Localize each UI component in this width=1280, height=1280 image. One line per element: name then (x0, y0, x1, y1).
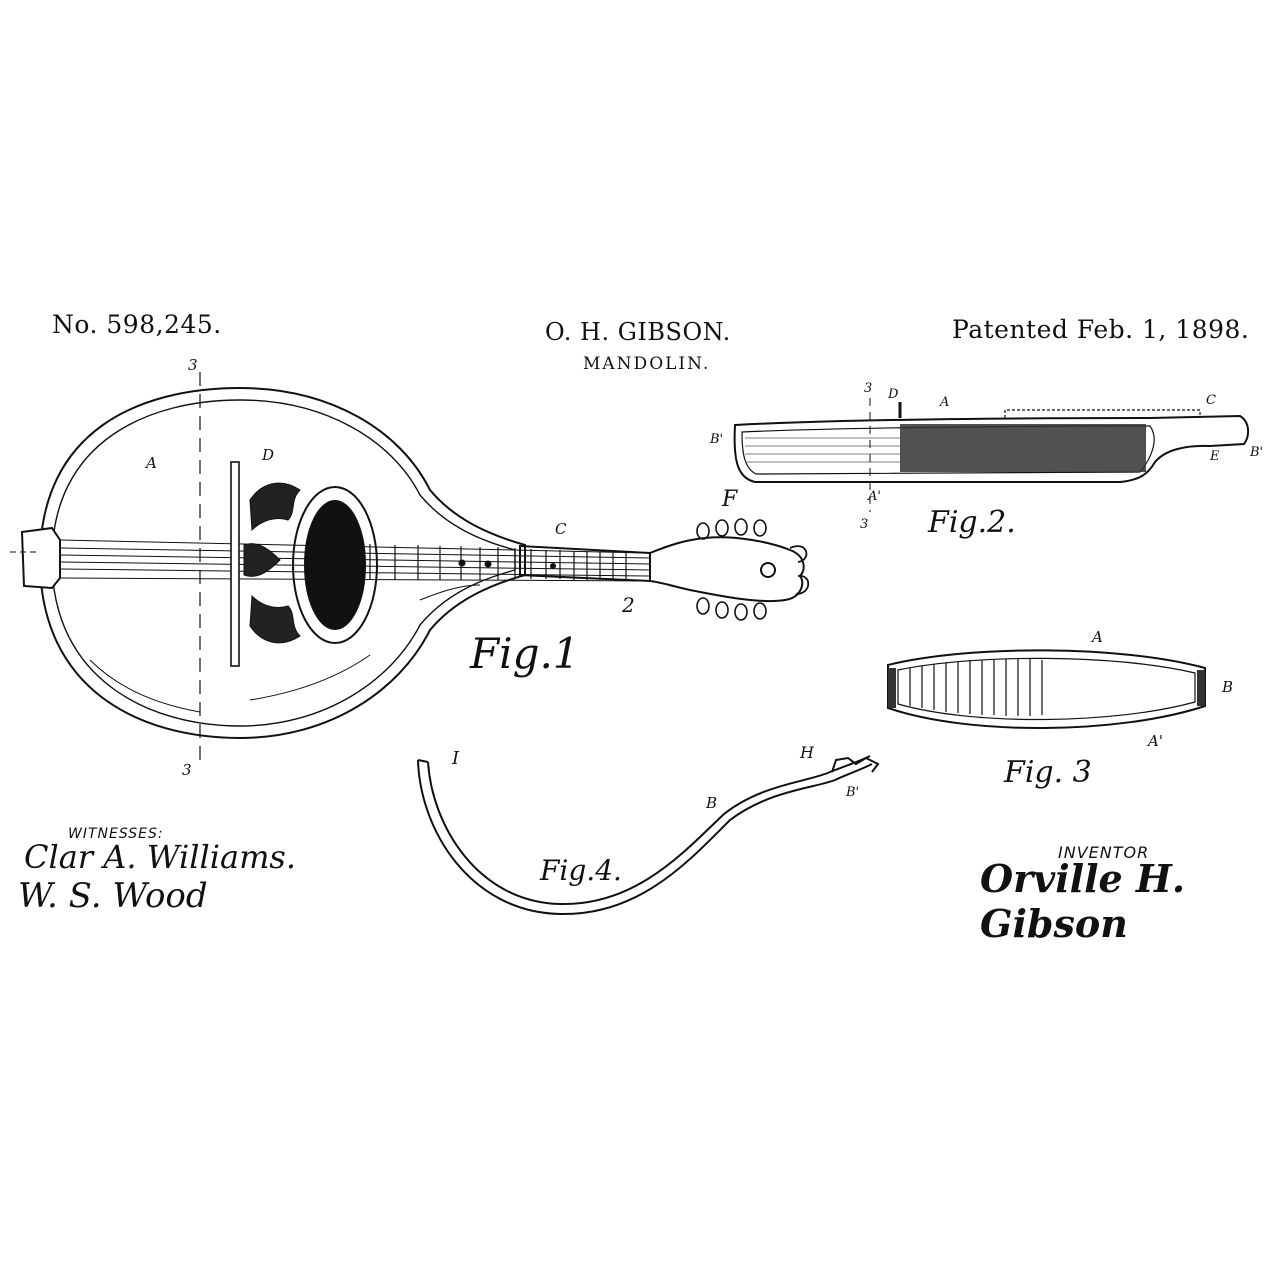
inventor-signature: Orville H. Gibson (980, 856, 1186, 946)
ref-aprime-fig2: A' (867, 489, 881, 504)
ref-bprime-fig2-right: B' (1249, 445, 1263, 460)
ref-3-bottom: 3 (182, 761, 192, 779)
ref-f-fig1: F (721, 487, 738, 512)
ref-b-fig3: B (1221, 678, 1233, 696)
ref-a-fig1: A (144, 454, 157, 472)
reference-letters: A D C F 2 3 3 3 D A C B' B' E A' 3 A B A… (144, 356, 1263, 812)
fig1-label: Fig.1 (469, 629, 580, 678)
figure-labels: Fig.1 Fig.2. Fig. 3 Fig.4. (469, 505, 1092, 887)
ref-3-fig2-top: 3 (864, 381, 872, 396)
fig4-label: Fig.4. (539, 854, 622, 887)
ref-e-fig2: E (1209, 449, 1220, 464)
ref-aprime-fig3: A' (1146, 732, 1163, 750)
ref-c-fig2: C (1206, 393, 1216, 408)
ref-d-fig1: D (261, 446, 274, 464)
patent-number: No. 598,245. (52, 310, 222, 339)
fig1-mandolin (10, 372, 810, 760)
witness-signature-2: W. S. Wood (18, 876, 208, 916)
ref-bprime-fig4: B' (845, 785, 859, 800)
ref-3-fig2-bottom: 3 (860, 517, 868, 532)
fig4-rib-strip (417, 755, 880, 916)
fig3-cross-section (887, 649, 1206, 730)
ref-2-fig1: 2 (621, 593, 635, 617)
invention-title: MANDOLIN. (583, 354, 711, 374)
witness-signature-1: Clar A. Williams. (24, 838, 296, 876)
fig2-label: Fig.2. (927, 505, 1016, 540)
inventor-name: O. H. GIBSON. (545, 318, 731, 346)
ref-a-fig2: A (939, 395, 949, 410)
fig2-side-section (733, 398, 1250, 512)
ref-3-top: 3 (188, 356, 198, 374)
ref-bprime-fig2-left: B' (709, 432, 723, 447)
ref-c-fig1: C (555, 520, 567, 538)
inventor-label: INVENTOR (1058, 843, 1150, 862)
ref-a-fig3: A (1090, 628, 1103, 646)
fig3-label: Fig. 3 (1003, 755, 1092, 790)
ref-i-fig4: I (451, 748, 460, 769)
ref-b-fig4: B (705, 794, 717, 812)
patent-date: Patented Feb. 1, 1898. (952, 315, 1250, 344)
ref-d-fig2: D (887, 387, 899, 402)
ref-h-fig4: H (799, 743, 815, 762)
witnesses-label: WITNESSES: (68, 826, 164, 842)
